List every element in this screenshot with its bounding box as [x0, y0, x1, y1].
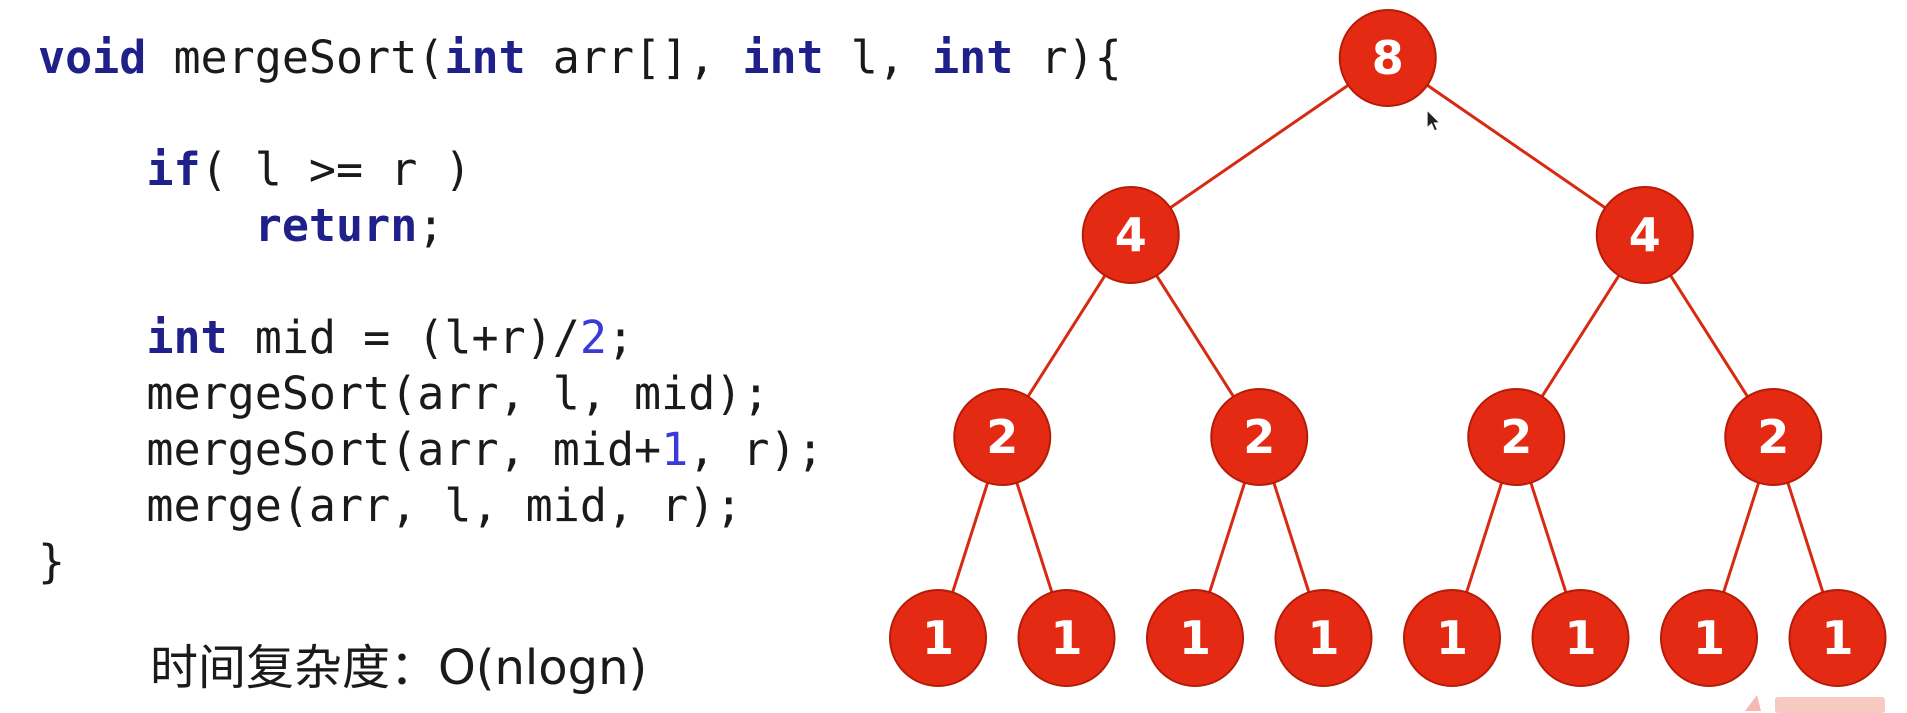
- code-line: merge(arr, l, mid, r);: [38, 478, 1122, 534]
- tree-node-label: 8: [1372, 31, 1404, 85]
- tree-node-circle: [1403, 589, 1501, 687]
- tree-nodes: 8 4 4 2 2 2 2 1 1 1 1 1 1 1 1: [889, 9, 1887, 687]
- code-line: mergeSort(arr, mid+1, r);: [38, 422, 1122, 478]
- code-text: mergeSort(arr, mid+: [38, 423, 662, 476]
- code-keyword: void: [38, 31, 147, 84]
- tree-node-circle: [1017, 589, 1116, 687]
- code-text: ( l >= r ): [200, 143, 472, 196]
- code-line: if( l >= r ): [38, 142, 1122, 198]
- tree-edge: [1386, 56, 1646, 237]
- complexity-label: 时间复杂度：O(nlogn): [150, 640, 648, 696]
- tree-node: 8: [1338, 9, 1437, 107]
- tree-node-circle: [889, 589, 987, 687]
- tree-node: 1: [1146, 589, 1244, 687]
- tree-node-label: 1: [1436, 611, 1468, 665]
- tree-edge: [1129, 56, 1389, 237]
- tree-node-label: 1: [1564, 611, 1596, 665]
- tree-node: 1: [1403, 589, 1501, 687]
- tree-node: 1: [1017, 589, 1116, 687]
- tree-node-label: 2: [1500, 410, 1532, 464]
- code-keyword: return: [254, 199, 418, 252]
- code-line: return;: [38, 198, 1122, 254]
- tree-node-circle: [1081, 186, 1180, 284]
- tree-node-label: 2: [986, 410, 1018, 464]
- tree-node-circle: [1338, 9, 1437, 107]
- code-keyword: int: [932, 31, 1014, 84]
- tree-node-circle: [1788, 589, 1887, 687]
- code-text: arr[],: [525, 31, 743, 84]
- tree-node-label: 1: [1693, 611, 1725, 665]
- code-number: 2: [579, 311, 607, 364]
- tree-node: 1: [889, 589, 987, 687]
- tree-node: 1: [1274, 589, 1373, 687]
- tree-node-circle: [953, 388, 1052, 486]
- code-number: 1: [661, 423, 689, 476]
- code-text: r){: [1013, 31, 1122, 84]
- code-keyword: if: [146, 143, 201, 196]
- code-text: mid = (l+r)/: [227, 311, 580, 364]
- code-text: mergeSort(: [146, 31, 445, 84]
- tree-node-label: 1: [1821, 611, 1853, 665]
- tree-node-label: 2: [1243, 410, 1275, 464]
- tree-node-label: 1: [1179, 611, 1211, 665]
- code-line: }: [38, 534, 1122, 590]
- tree-node-label: 1: [1307, 611, 1339, 665]
- code-keyword: int: [742, 31, 824, 84]
- tree-node-label: 1: [1050, 611, 1082, 665]
- tree-node-circle: [1210, 388, 1309, 486]
- code-line: mergeSort(arr, l, mid);: [38, 366, 1122, 422]
- tree-node-circle: [1274, 589, 1373, 687]
- mouse-pointer-icon: [1426, 108, 1442, 132]
- tree-node-label: 2: [1757, 410, 1789, 464]
- code-text: l,: [823, 31, 933, 84]
- tree-node: 2: [953, 388, 1052, 486]
- code-text: ;: [606, 311, 635, 364]
- tree-node-circle: [1531, 589, 1630, 687]
- code-text: }: [38, 535, 66, 588]
- tree-node: 4: [1595, 186, 1694, 284]
- tree-node: 1: [1660, 589, 1758, 687]
- tree-node-label: 4: [1115, 208, 1147, 262]
- logo-watermark-icon: [1745, 695, 1885, 713]
- tree-node: 1: [1531, 589, 1630, 687]
- code-line: int mid = (l+r)/2;: [38, 310, 1122, 366]
- tree-node: 2: [1724, 388, 1823, 486]
- code-keyword: int: [444, 31, 526, 84]
- tree-node-circle: [1724, 388, 1823, 486]
- code-text: ;: [417, 199, 445, 252]
- code-line: void mergeSort(int arr[], int l, int r){: [38, 30, 1122, 86]
- tree-node: 1: [1788, 589, 1887, 687]
- tree-node: 2: [1467, 388, 1566, 486]
- tree-node-label: 4: [1629, 208, 1661, 262]
- code-text: mergeSort(arr, l, mid);: [38, 367, 770, 420]
- tree-node-circle: [1146, 589, 1244, 687]
- tree-node-circle: [1595, 186, 1694, 284]
- tree-edges: [936, 56, 1839, 639]
- tree-node-label: 1: [922, 611, 954, 665]
- tree-node-circle: [1467, 388, 1566, 486]
- tree-node-circle: [1660, 589, 1758, 687]
- tree-node: 4: [1081, 186, 1180, 284]
- code-text: merge(arr, l, mid, r);: [38, 479, 743, 532]
- code-block: void mergeSort(int arr[], int l, int r){…: [38, 30, 1122, 590]
- code-keyword: int: [146, 311, 228, 364]
- tree-node: 2: [1210, 388, 1309, 486]
- code-text: , r);: [688, 423, 824, 476]
